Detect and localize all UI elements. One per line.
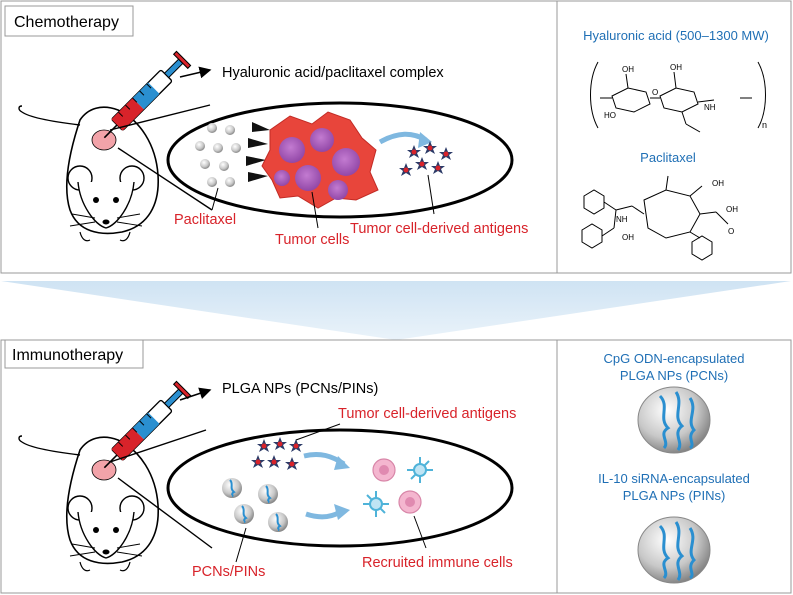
pointer-line	[235, 527, 247, 563]
pointer-line	[211, 187, 219, 211]
process-arrowhead	[418, 132, 432, 148]
chem-oh: OH	[622, 65, 634, 74]
chem-oh: OH	[712, 179, 724, 188]
pcn-title-line1: CpG ODN-encapsulated	[604, 351, 745, 366]
immune-cells	[363, 457, 433, 517]
chem-o: O	[652, 88, 658, 97]
pointer-line	[427, 174, 435, 215]
paclitaxel-structure	[581, 175, 729, 261]
pcn-title-line2: PLGA NPs (PCNs)	[620, 368, 728, 383]
drug-wedges	[246, 122, 270, 182]
pcn-nanoparticle	[637, 386, 711, 454]
zoom-line	[109, 104, 211, 131]
label-pcns-pins: PCNs/PINs	[192, 564, 265, 580]
pin-title-line1: IL-10 siRNA-encapsulated	[598, 471, 750, 486]
zoom-line	[117, 477, 213, 549]
paclitaxel-particles	[195, 123, 241, 187]
ha-title: Hyaluronic acid (500–1300 MW)	[583, 28, 769, 43]
immuno-title: Immunotherapy	[12, 347, 123, 364]
zoom-line	[109, 429, 207, 463]
transition-shading	[1, 281, 791, 340]
chem-oh: OH	[622, 233, 634, 242]
chemo-injection-label: Hyaluronic acid/paclitaxel complex	[222, 65, 444, 81]
immuno-title-box	[4, 339, 144, 369]
label-paclitaxel: Paclitaxel	[174, 212, 236, 228]
plga-nanoparticles	[222, 478, 288, 532]
process-arrowhead	[334, 456, 350, 470]
label-tumor-cells: Tumor cells	[275, 232, 349, 248]
pointer-line	[295, 423, 341, 441]
pin-title-line2: PLGA NPs (PINs)	[623, 488, 726, 503]
immunotherapy-panel: Immunotherapy	[0, 339, 792, 594]
pin-nanoparticle	[637, 516, 711, 584]
tumor-cells-cluster	[261, 111, 379, 209]
mouse-illustration	[18, 435, 159, 572]
chemotherapy-panel: Chemotherapy	[0, 0, 792, 274]
syringe-icon	[103, 50, 192, 139]
pointer-line	[413, 515, 427, 549]
chem-nh: NH	[616, 215, 628, 224]
injection-site	[91, 129, 117, 151]
chemo-title: Chemotherapy	[14, 14, 119, 31]
injection-arrow	[179, 387, 212, 401]
injection-arrow	[179, 66, 212, 79]
chem-n: n	[762, 120, 767, 130]
chem-oh: OH	[726, 205, 738, 214]
antigen-stars	[399, 141, 453, 176]
zoom-line	[117, 147, 213, 211]
immuno-injection-label: PLGA NPs (PCNs/PINs)	[222, 381, 378, 397]
label-immune-cells: Recruited immune cells	[362, 555, 513, 571]
antigen-stars	[251, 437, 303, 470]
zoom-ellipse	[166, 428, 514, 548]
pointer-line	[311, 191, 319, 229]
label-tumor-antigens: Tumor cell-derived antigens	[338, 406, 516, 422]
chem-nh: NH	[704, 103, 716, 112]
chem-ho: HO	[604, 111, 616, 120]
hyaluronic-acid-structure	[590, 61, 766, 133]
label-tumor-antigens: Tumor cell-derived antigens	[350, 221, 528, 237]
chemo-title-box	[4, 5, 134, 37]
mouse-illustration	[18, 105, 159, 242]
syringe-icon	[103, 380, 192, 469]
chem-o: O	[728, 227, 734, 236]
paclitaxel-title: Paclitaxel	[640, 150, 696, 165]
process-arrowhead	[334, 504, 350, 520]
chem-oh: OH	[670, 63, 682, 72]
